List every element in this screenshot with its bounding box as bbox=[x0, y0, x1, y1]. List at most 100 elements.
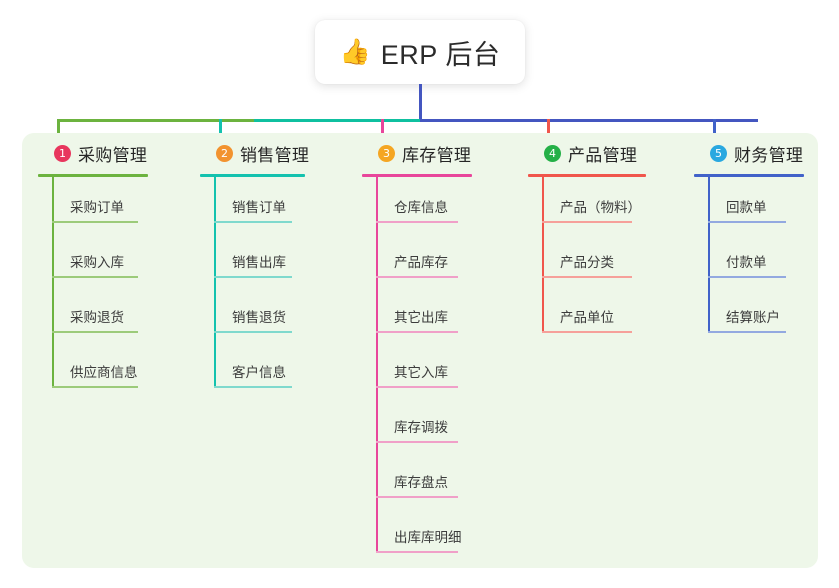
branch-item-label: 其它入库 bbox=[394, 365, 448, 380]
branch-item-label: 采购入库 bbox=[70, 255, 124, 270]
branch-item[interactable]: 其它入库 bbox=[362, 342, 492, 397]
branch-item-label: 采购退货 bbox=[70, 310, 124, 325]
branch-item[interactable]: 付款单 bbox=[694, 232, 824, 287]
branch-header-库存管理[interactable]: 3 库存管理 bbox=[362, 140, 492, 166]
branch-item[interactable]: 产品单位 bbox=[528, 287, 666, 342]
branch-item-rule bbox=[708, 221, 786, 223]
root-node-label: ERP 后台 bbox=[380, 39, 501, 70]
branch-number-badge: 1 bbox=[54, 144, 71, 162]
branch-item[interactable]: 产品分类 bbox=[528, 232, 666, 287]
branch-item-list: 销售订单销售出库销售退货客户信息 bbox=[200, 177, 325, 397]
branch-item-label: 其它出库 bbox=[394, 310, 448, 325]
branch-item[interactable]: 采购入库 bbox=[38, 232, 168, 287]
branch-item[interactable]: 库存调拨 bbox=[362, 397, 492, 452]
branch-item-list: 产品（物料） 产品分类产品单位 bbox=[528, 177, 666, 342]
branch-item-list: 仓库信息产品库存其它出库其它入库库存调拨库存盘点出库库明细 bbox=[362, 177, 492, 562]
branch-item[interactable]: 供应商信息 bbox=[38, 342, 168, 397]
branch-header-rule bbox=[694, 174, 804, 177]
branch-spine bbox=[542, 177, 544, 333]
branch-item-label: 供应商信息 bbox=[70, 365, 138, 380]
branch-item-rule bbox=[376, 551, 458, 553]
branch-stub-1 bbox=[57, 119, 60, 144]
branches-panel bbox=[22, 133, 818, 568]
branch-spine bbox=[708, 177, 710, 333]
branch-spine bbox=[376, 177, 378, 553]
branch-column-库存管理: 3 库存管理仓库信息产品库存其它出库其它入库库存调拨库存盘点出库库明细 bbox=[362, 140, 492, 562]
branch-item[interactable]: 销售出库 bbox=[200, 232, 325, 287]
branch-item[interactable]: 销售订单 bbox=[200, 177, 325, 232]
branch-header-采购管理[interactable]: 1 采购管理 bbox=[38, 140, 168, 166]
branch-item-label: 产品单位 bbox=[560, 310, 614, 325]
branch-item-list: 回款单付款单结算账户 bbox=[694, 177, 824, 342]
branch-item-list: 采购订单采购入库采购退货供应商信息 bbox=[38, 177, 168, 397]
branch-item-label: 销售订单 bbox=[232, 200, 286, 215]
branch-column-产品管理: 4 产品管理产品（物料） 产品分类产品单位 bbox=[528, 140, 666, 342]
branch-item[interactable]: 其它出库 bbox=[362, 287, 492, 342]
branch-item-rule bbox=[214, 386, 292, 388]
root-stem bbox=[419, 84, 422, 122]
branch-item-label: 回款单 bbox=[726, 200, 767, 215]
branch-item-rule bbox=[376, 276, 458, 278]
branch-item[interactable]: 产品（物料） bbox=[528, 177, 666, 232]
branch-stub-5 bbox=[713, 119, 716, 144]
branch-item-rule bbox=[708, 276, 786, 278]
branch-title: 销售管理 bbox=[240, 145, 310, 165]
branch-item-rule bbox=[376, 221, 458, 223]
branch-item-rule bbox=[52, 331, 138, 333]
branch-item-rule bbox=[542, 221, 632, 223]
branch-item-label: 付款单 bbox=[726, 255, 767, 270]
branch-number-badge: 4 bbox=[544, 144, 561, 162]
branch-header-产品管理[interactable]: 4 产品管理 bbox=[528, 140, 666, 166]
branch-item-label: 仓库信息 bbox=[394, 200, 448, 215]
branch-item[interactable]: 库存盘点 bbox=[362, 452, 492, 507]
branch-title: 库存管理 bbox=[402, 145, 472, 165]
branch-item-rule bbox=[52, 221, 138, 223]
branch-header-rule bbox=[200, 174, 305, 177]
branch-number-badge: 3 bbox=[378, 144, 395, 162]
branch-item[interactable]: 采购退货 bbox=[38, 287, 168, 342]
branch-item-rule bbox=[376, 441, 458, 443]
branch-item-label: 客户信息 bbox=[232, 365, 286, 380]
branch-item[interactable]: 回款单 bbox=[694, 177, 824, 232]
branch-item-rule bbox=[52, 386, 138, 388]
branch-header-rule bbox=[38, 174, 148, 177]
branch-stub-2 bbox=[219, 119, 222, 144]
branch-item[interactable]: 产品库存 bbox=[362, 232, 492, 287]
branch-item-label: 产品分类 bbox=[560, 255, 614, 270]
branch-header-rule bbox=[528, 174, 646, 177]
branch-spine bbox=[52, 177, 54, 388]
branch-stub-3 bbox=[381, 119, 384, 144]
branch-item[interactable]: 销售退货 bbox=[200, 287, 325, 342]
root-node[interactable]: 👍 ERP 后台 bbox=[315, 20, 525, 84]
branch-item-label: 销售退货 bbox=[232, 310, 286, 325]
branch-item-label: 产品库存 bbox=[394, 255, 448, 270]
branch-item[interactable]: 仓库信息 bbox=[362, 177, 492, 232]
branch-item[interactable]: 出库库明细 bbox=[362, 507, 492, 562]
branch-item-rule bbox=[708, 331, 786, 333]
branch-item-rule bbox=[376, 386, 458, 388]
branch-item-label: 出库库明细 bbox=[394, 530, 462, 545]
branch-item[interactable]: 采购订单 bbox=[38, 177, 168, 232]
trunk-segment-3 bbox=[420, 119, 758, 122]
branch-title: 产品管理 bbox=[568, 145, 638, 165]
branch-item-rule bbox=[376, 496, 458, 498]
branch-item[interactable]: 客户信息 bbox=[200, 342, 325, 397]
branch-item-label: 库存盘点 bbox=[394, 475, 448, 490]
branch-item-rule bbox=[542, 276, 632, 278]
branch-stub-4 bbox=[547, 119, 550, 144]
branch-header-rule bbox=[362, 174, 472, 177]
branch-item-label: 库存调拨 bbox=[394, 420, 448, 435]
trunk-segment-2 bbox=[254, 119, 420, 122]
trunk-segment-1 bbox=[57, 119, 254, 122]
branch-item[interactable]: 结算账户 bbox=[694, 287, 824, 342]
branch-item-rule bbox=[542, 331, 632, 333]
branch-item-label: 销售出库 bbox=[232, 255, 286, 270]
branch-item-rule bbox=[376, 331, 458, 333]
branch-title: 采购管理 bbox=[78, 145, 148, 165]
branch-item-rule bbox=[52, 276, 138, 278]
branch-item-label: 产品（物料） bbox=[560, 200, 641, 215]
branch-item-label: 结算账户 bbox=[726, 310, 780, 325]
